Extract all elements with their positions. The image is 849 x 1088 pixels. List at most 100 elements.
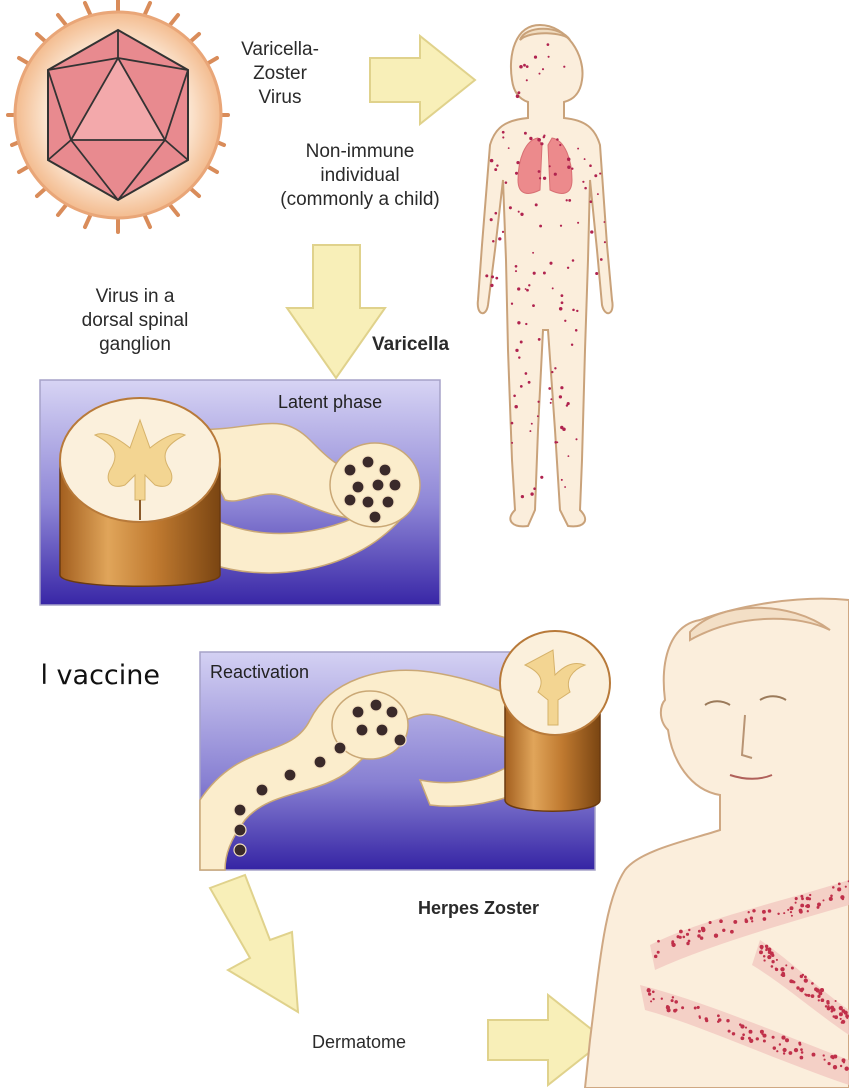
rash-dot	[521, 495, 524, 498]
rash-dot	[833, 1015, 836, 1018]
rash-dot	[697, 934, 700, 937]
rash-dot	[572, 309, 575, 312]
rash-dot	[732, 1032, 735, 1035]
rash-dot	[672, 996, 674, 998]
rash-dot	[791, 915, 793, 917]
rash-dot	[572, 259, 575, 262]
rash-dot	[494, 168, 497, 171]
rash-dot	[576, 310, 578, 312]
rash-dot	[838, 883, 841, 886]
rash-dot	[805, 994, 808, 997]
rash-dot	[772, 1036, 775, 1039]
rash-dot	[800, 895, 803, 898]
rash-dot	[657, 940, 660, 943]
rash-dot	[671, 943, 675, 947]
rash-dot	[763, 955, 766, 958]
rash-dot	[589, 200, 592, 203]
rash-dot	[560, 386, 563, 389]
rash-dot	[845, 886, 847, 888]
rash-dot	[705, 1017, 708, 1020]
rash-dot	[550, 402, 552, 404]
rash-dot	[832, 1008, 836, 1012]
rash-dot	[825, 1005, 828, 1008]
rash-dot	[652, 990, 655, 993]
rash-dot	[817, 903, 821, 907]
rash-dot	[770, 952, 774, 956]
rash-dot	[564, 486, 566, 488]
rash-dot	[800, 1056, 804, 1060]
rash-dot	[796, 986, 799, 989]
rash-dot	[525, 323, 527, 325]
rash-dot	[514, 405, 517, 408]
rash-dot	[837, 887, 841, 891]
rash-dot	[760, 1030, 764, 1034]
rash-dot	[791, 980, 794, 983]
rash-dot	[652, 998, 654, 1000]
rash-dot	[498, 237, 501, 240]
rash-dot	[694, 1007, 697, 1010]
rash-dot	[841, 1021, 843, 1023]
rash-dot	[590, 230, 593, 233]
rash-dot	[648, 992, 651, 995]
rash-dot	[539, 177, 541, 179]
rash-dot	[827, 1062, 830, 1065]
rash-dot	[845, 1067, 849, 1071]
rash-dot	[548, 56, 550, 58]
rash-dot	[508, 147, 510, 149]
rash-dot	[538, 170, 541, 173]
rash-dot	[816, 988, 820, 992]
rash-dot	[799, 1043, 802, 1046]
rash-dot	[763, 959, 765, 961]
rash-dot	[543, 272, 546, 275]
arrow-down-to-ganglion	[287, 245, 385, 378]
rash-dot	[530, 492, 533, 495]
rash-dot	[773, 1046, 776, 1049]
rash-dot	[766, 947, 768, 949]
rash-dot	[824, 1059, 826, 1061]
rash-dot	[749, 1030, 753, 1034]
rash-dot	[829, 897, 833, 901]
rash-dot	[842, 898, 845, 901]
rash-dot	[709, 921, 712, 924]
rash-dot	[582, 181, 584, 183]
rash-dot	[532, 304, 535, 307]
rash-dot	[540, 142, 543, 145]
rash-dot	[840, 1018, 842, 1020]
rash-dot	[777, 913, 779, 915]
rash-dot	[559, 395, 562, 398]
rash-dot	[589, 164, 592, 167]
rash-dot	[647, 988, 651, 992]
rash-dot	[515, 349, 518, 352]
rash-dot	[749, 1039, 753, 1043]
rash-dot	[783, 1052, 785, 1054]
rash-dot	[526, 289, 529, 292]
varicella-label: Varicella	[372, 333, 492, 357]
rash-dot	[791, 967, 794, 970]
rash-dot	[537, 401, 539, 403]
clipped-slide-text: l vaccine	[0, 660, 160, 691]
rash-dot	[529, 137, 532, 140]
rash-dot	[806, 897, 810, 901]
rash-dot	[547, 43, 550, 46]
rash-dot	[542, 68, 544, 70]
rash-dot	[739, 1023, 742, 1026]
rash-dot	[826, 1001, 829, 1004]
rash-dot	[517, 321, 520, 324]
rash-dot	[505, 181, 508, 184]
arrow-to-host	[370, 36, 475, 124]
rash-dot	[525, 372, 528, 375]
rash-dot	[822, 899, 824, 901]
rash-dot	[548, 387, 551, 390]
rash-dot	[603, 221, 605, 223]
rash-dot	[485, 274, 488, 277]
rash-dot	[679, 930, 683, 934]
rash-dot	[781, 1036, 785, 1040]
rash-dot	[520, 385, 523, 388]
rash-dot	[556, 138, 559, 141]
rash-dot	[564, 320, 566, 322]
rash-dot	[599, 173, 601, 175]
rash-dot	[807, 910, 809, 912]
rash-dot	[534, 56, 537, 59]
rash-dot	[571, 344, 573, 346]
rash-dot	[794, 1048, 798, 1052]
